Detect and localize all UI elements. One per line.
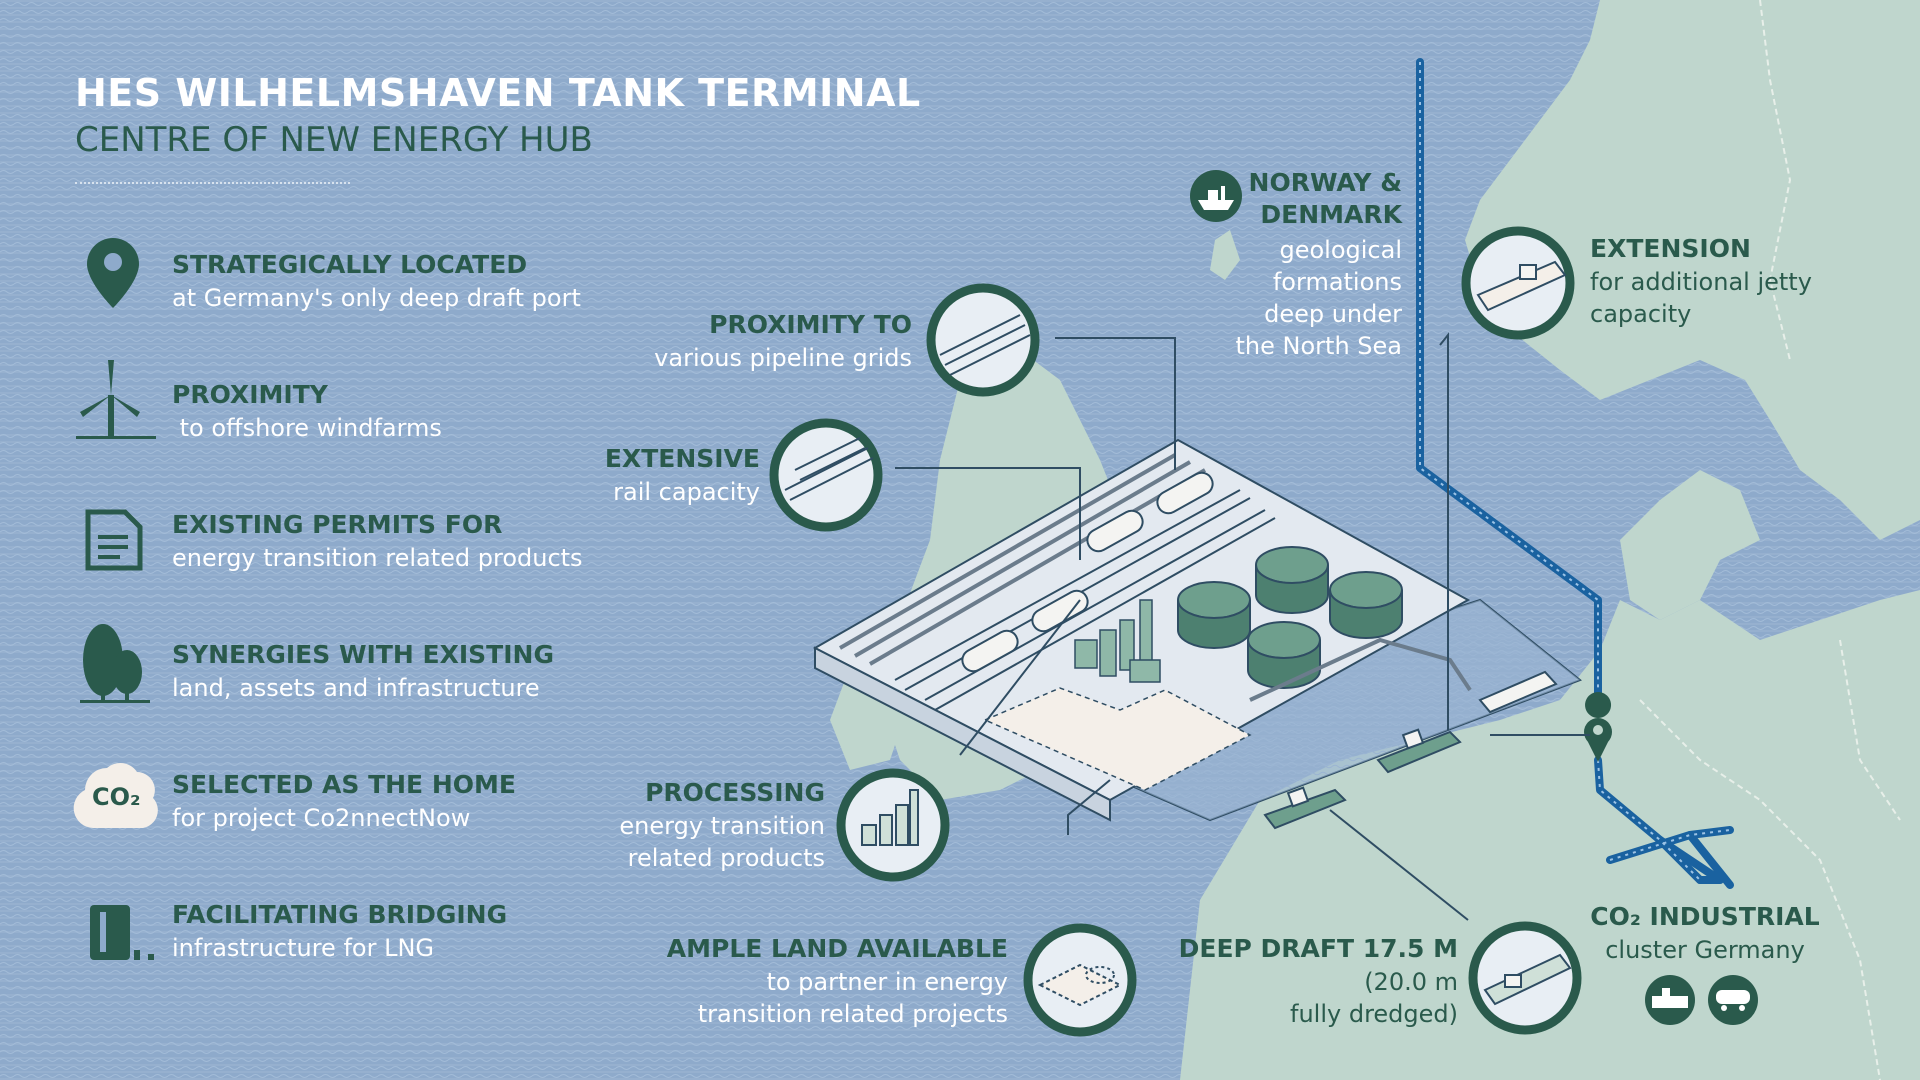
land-callout-desc-2: transition related projects [697, 1000, 1008, 1028]
norway-callout-heading-2: DENMARK [1260, 200, 1402, 229]
lng-tank-icon [90, 905, 154, 960]
deep-draft-callout-desc-2: fully dredged) [1290, 1000, 1458, 1028]
co2-cluster-heading: CO₂ INDUSTRIAL [1590, 902, 1820, 931]
deep-draft-callout-desc-1: (20.0 m [1364, 968, 1458, 996]
feature-heading-permits: EXISTING PERMITS FOR [172, 510, 503, 539]
feature-heading-bridging: FACILITATING BRIDGING [172, 900, 508, 929]
feature-desc-bridging: infrastructure for LNG [172, 934, 434, 962]
co2-icon-label: CO₂ [92, 783, 141, 811]
norway-callout-desc-1: geological [1279, 236, 1402, 264]
rail-callout-heading: EXTENSIVE [604, 444, 760, 473]
scandinavia-land [1465, 0, 1920, 540]
feature-desc-windfarms: to offshore windfarms [172, 414, 442, 442]
rail-callout-desc: rail capacity [613, 478, 760, 506]
deep-draft-callout-heading: DEEP DRAFT 17.5 M [1178, 934, 1458, 963]
feature-desc-location: at Germany's only deep draft port [172, 284, 581, 312]
pipeline-callout-desc: various pipeline grids [654, 344, 912, 372]
feature-heading-home: SELECTED AS THE HOME [172, 770, 516, 799]
pipeline-callout-heading: PROXIMITY TO [709, 310, 912, 339]
norway-callout-desc-4: the North Sea [1235, 332, 1402, 360]
extension-callout-desc-1: for additional jetty [1590, 268, 1812, 296]
feature-desc-permits: energy transition related products [172, 544, 583, 572]
feature-desc-synergies: land, assets and infrastructure [172, 674, 540, 702]
feature-desc-home: for project Co2nnectNow [172, 804, 471, 832]
title-divider [75, 182, 350, 184]
processing-callout-heading: PROCESSING [645, 778, 825, 807]
terminal-platform [812, 438, 1582, 830]
feature-heading-location: STRATEGICALLY LOCATED [172, 250, 528, 279]
document-icon [85, 509, 143, 571]
trees-icon [80, 624, 150, 703]
denmark-land [1620, 470, 1760, 620]
page-subtitle: CENTRE OF NEW ENERGY HUB [75, 120, 593, 160]
land-callout-heading: AMPLE LAND AVAILABLE [666, 934, 1008, 963]
page-title: HES WILHELMSHAVEN TANK TERMINAL [75, 71, 921, 115]
feature-heading-synergies: SYNERGIES WITH EXISTING [172, 640, 554, 669]
extension-callout-desc-2: capacity [1590, 300, 1692, 328]
norway-callout-desc-2: formations [1272, 268, 1402, 296]
extension-callout-heading: EXTENSION [1590, 234, 1751, 263]
norway-callout-desc-3: deep under [1264, 300, 1402, 328]
processing-callout-desc-1: energy transition [619, 812, 825, 840]
feature-heading-windfarms: PROXIMITY [172, 380, 328, 409]
co2-cluster-desc: cluster Germany [1605, 936, 1805, 964]
pipeline-callout-circle [926, 283, 1040, 397]
co2-cloud-icon [73, 762, 158, 828]
continent-land [1180, 590, 1920, 1080]
wind-turbine-icon [76, 360, 156, 439]
processing-callout-desc-2: related products [627, 844, 825, 872]
norway-callout-heading-1: NORWAY & [1248, 168, 1402, 197]
location-pin-icon [87, 238, 139, 308]
rail-callout-circle [769, 418, 883, 532]
land-callout-desc-1: to partner in energy [766, 968, 1008, 996]
